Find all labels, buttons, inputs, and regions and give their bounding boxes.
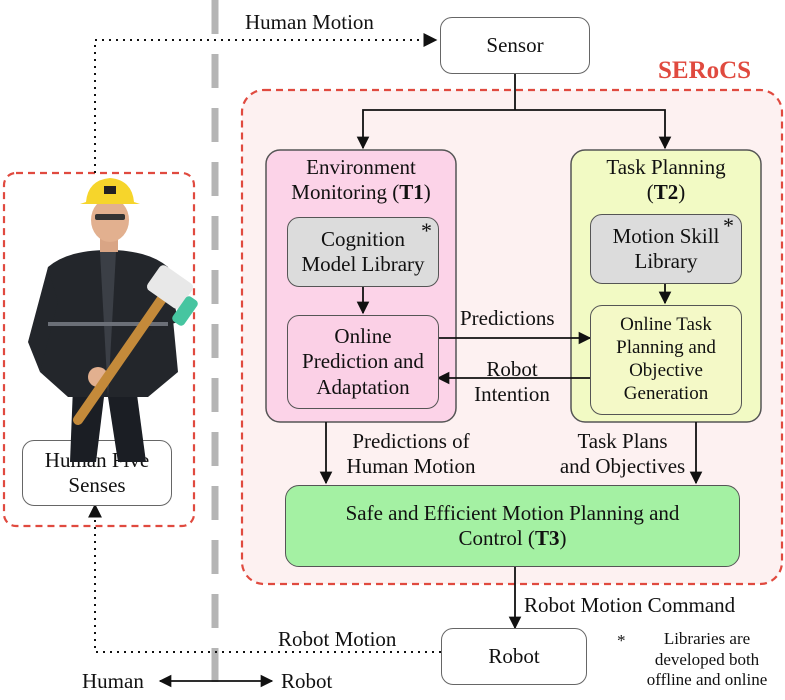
human-region	[2, 171, 196, 528]
robot-motion-label: Robot Motion	[278, 627, 397, 651]
sensor-label: Sensor	[486, 32, 544, 57]
robot-node[interactable]: Robot	[441, 628, 587, 685]
task-planning-title: Task Planning (T2)	[575, 155, 757, 205]
motion-planning-tag: T3	[534, 526, 560, 550]
robot-motion-command-label: Robot Motion Command	[524, 593, 736, 617]
footer-human-label: Human	[82, 669, 144, 693]
footer-robot-label: Robot	[281, 669, 333, 693]
human-motion-label: Human Motion	[245, 10, 374, 34]
split-right-arrow	[515, 109, 672, 150]
task-planning-line1: Task Planning	[606, 155, 726, 179]
footnote-star: *	[617, 631, 626, 650]
serocs-title: SERoCS	[658, 57, 752, 84]
motion-planning-node[interactable]: Safe and Efficient Motion Planning and C…	[285, 485, 740, 567]
motion-skill-star: *	[723, 213, 734, 238]
env-monitor-title: Environment Monitoring (T1)	[270, 155, 452, 205]
robot-label: Robot	[488, 643, 540, 668]
human-motion-arrow	[94, 33, 438, 173]
env-monitor-line2-post: )	[423, 180, 431, 205]
env-monitor-line1: Environment	[306, 155, 416, 179]
env-monitor-line2-pre: Monitoring (	[291, 180, 400, 205]
env-monitor-tag: T1	[399, 180, 424, 205]
motion-planning-label: Safe and Efficient Motion Planning and C…	[345, 500, 680, 550]
human-worker-figure	[28, 178, 198, 462]
task-planning-tag-pre: (	[646, 180, 654, 205]
split-left-arrow	[356, 109, 515, 150]
predictions-label: Predictions	[460, 306, 555, 330]
task-planning-tag-post: )	[678, 180, 686, 205]
sensor-node[interactable]: Sensor	[440, 17, 590, 74]
task-planning-tag: T2	[653, 180, 679, 205]
cognition-star: *	[421, 218, 432, 243]
